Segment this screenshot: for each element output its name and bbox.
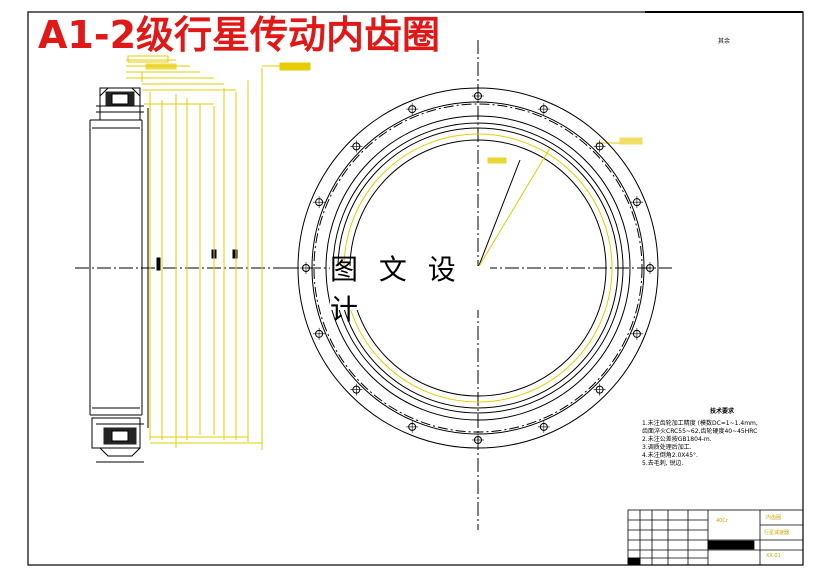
bolt-holes bbox=[300, 90, 656, 446]
watermark-text: 图 文 设 计 bbox=[330, 253, 490, 326]
top-tooth-section bbox=[96, 87, 144, 121]
title-block-name: 内齿圈 bbox=[766, 515, 782, 521]
sheet-border bbox=[27, 11, 804, 566]
bottom-tooth-section bbox=[91, 417, 144, 463]
title-block-company: 行星减速器 bbox=[764, 530, 790, 536]
drawing-title: A1-2级行星传动内齿圈 bbox=[38, 13, 441, 57]
notes-item: 4.未注倒角2.0X45°. bbox=[642, 452, 698, 459]
title-block-number: XX-01 bbox=[766, 553, 781, 559]
mark-1 bbox=[156, 257, 161, 271]
notes-item: 3.调质处理后加工. bbox=[642, 444, 692, 451]
notes-item: 2.未注公差按GB1804-m. bbox=[642, 436, 712, 443]
mark-3 bbox=[232, 249, 238, 259]
section-view bbox=[75, 87, 290, 463]
notes-item: 齿面淬火CRC55~62,齿轮硬度40~45HRC bbox=[642, 428, 758, 435]
notes-item: 5.去毛刺, 锐边. bbox=[642, 460, 684, 467]
title-block bbox=[627, 509, 804, 566]
technical-notes: 技术要求 1.未注齿轮加工精度 (模数DC=1~1.4mm, 齿面淬火CRC55… bbox=[642, 408, 802, 468]
dimension-lines bbox=[126, 55, 643, 450]
notes-title: 技术要求 bbox=[709, 408, 734, 415]
roughness-symbol: 其余 bbox=[718, 38, 731, 45]
notes-item: 1.未注齿轮加工精度 (模数DC=1~1.4mm, bbox=[642, 420, 758, 427]
bolt-pitch-circle bbox=[313, 103, 643, 433]
outer-circle bbox=[297, 87, 659, 449]
radius-leader bbox=[477, 159, 521, 269]
title-block-material: 40Cr bbox=[716, 518, 728, 524]
